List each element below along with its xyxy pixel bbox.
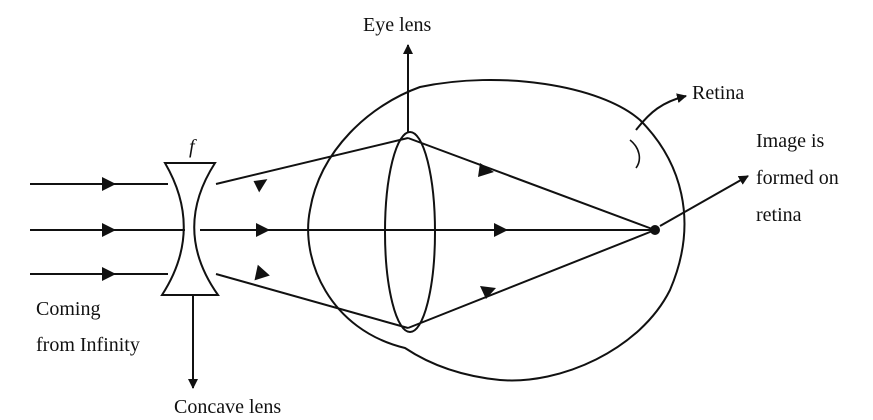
- focal-length-label: f: [189, 136, 195, 158]
- concave-lens: [160, 162, 220, 296]
- image-label-line1: Image is: [756, 130, 825, 152]
- image-label-line3: retina: [756, 204, 802, 226]
- ray-arrow-top-incoming: [102, 177, 116, 191]
- ray-arrow-top-converging: [478, 163, 494, 177]
- ray-arrow-bottom-converging: [480, 286, 496, 299]
- converging-ray-bottom: [407, 229, 656, 329]
- concave-lens-label: Concave lens: [174, 396, 282, 418]
- ray-arrow-middle-diverging: [256, 223, 270, 237]
- converging-ray-top: [407, 137, 656, 231]
- eye-lens-label: Eye lens: [363, 14, 432, 36]
- ray-arrow-middle-converging: [494, 223, 508, 237]
- image-point: [650, 225, 660, 235]
- image-label-line2: formed on: [756, 167, 839, 189]
- ray-arrow-top-diverging: [253, 179, 268, 193]
- diverging-ray-bottom: [215, 273, 409, 329]
- eye-lens: [384, 131, 436, 333]
- retina-label: Retina: [692, 82, 745, 104]
- coming-label-line2: from Infinity: [36, 334, 140, 356]
- ray-arrow-middle-incoming: [102, 223, 116, 237]
- diverging-ray-top: [215, 137, 409, 185]
- ray-arrow-bottom-diverging: [254, 264, 270, 281]
- ray-arrow-bottom-incoming: [102, 267, 116, 281]
- image-pointer: [659, 175, 749, 227]
- retina-notch: [629, 139, 641, 169]
- retina-pointer: [635, 93, 687, 131]
- coming-label-line1: Coming: [36, 298, 101, 320]
- eyeball-outline: [307, 79, 686, 382]
